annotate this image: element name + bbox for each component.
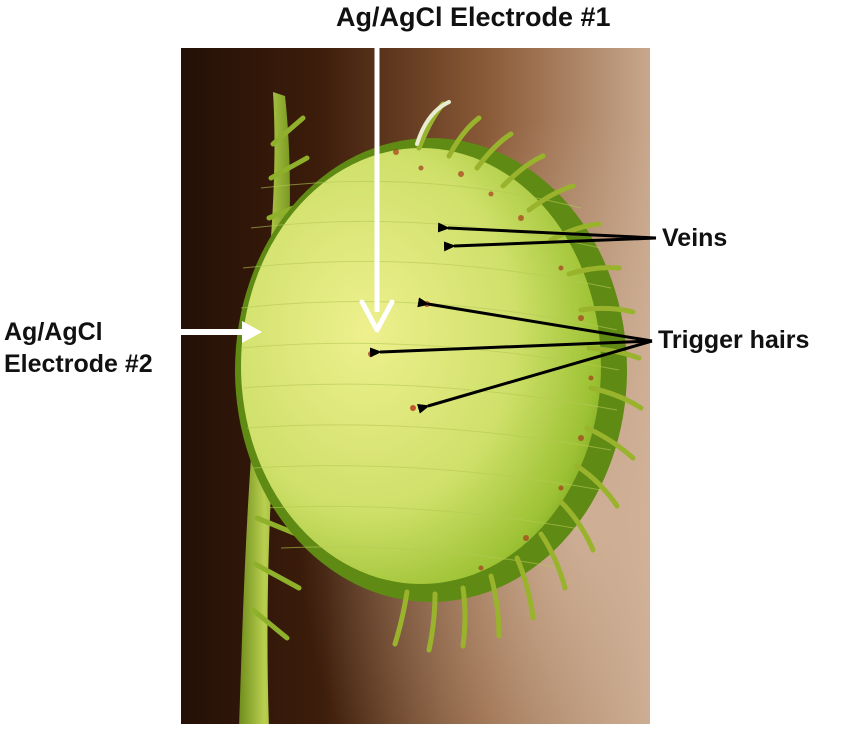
flytrap-photo-svg <box>181 48 650 724</box>
veins-label: Veins <box>662 224 728 252</box>
trigger-hairs-arrows <box>369 297 653 414</box>
electrode2-arrow <box>181 321 262 343</box>
electrode1-label: Ag/AgCl Electrode #1 <box>336 2 611 32</box>
trigger-hairs-label: Trigger hairs <box>658 326 810 354</box>
veins-arrow-1 <box>437 222 657 240</box>
veins-arrow-2 <box>443 236 657 252</box>
electrode1-arrow <box>359 44 395 333</box>
veins-arrows <box>437 222 657 252</box>
electrode2-label-line1: Ag/AgCl <box>4 318 103 346</box>
trap-lobe <box>235 138 627 602</box>
trigger-arrow-2 <box>369 339 653 358</box>
rim-glands <box>393 149 594 571</box>
trigger-arrow-3 <box>417 339 653 414</box>
flytrap-photo <box>181 48 650 724</box>
electrode2-label: Ag/AgCl Electrode #2 <box>4 316 153 380</box>
electrode2-label-line2: Electrode #2 <box>4 350 153 378</box>
trap-veins <box>240 180 620 569</box>
trap-teeth <box>392 101 644 653</box>
tooth-highlight <box>415 100 451 146</box>
trap-lobe-surface <box>241 148 601 584</box>
trigger-arrow-1 <box>417 297 653 343</box>
